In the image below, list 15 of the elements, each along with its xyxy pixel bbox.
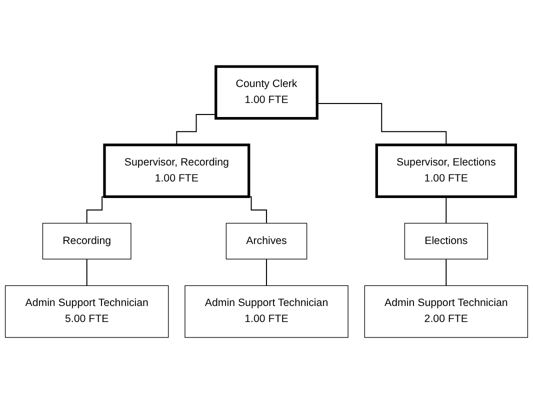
connector <box>176 114 216 146</box>
connector <box>446 196 447 224</box>
node-box: Supervisor, Elections 1.00 FTE <box>375 144 517 198</box>
connector <box>446 258 447 286</box>
node-box: County Clerk 1.00 FTE <box>214 65 318 120</box>
node-box: Elections <box>404 222 488 260</box>
node-box: Admin Support Technician 2.00 FTE <box>364 285 528 338</box>
node-box: Recording <box>42 222 132 260</box>
node-box: Admin Support Technician 1.00 FTE <box>184 285 348 338</box>
connector <box>266 258 267 286</box>
connector <box>316 102 447 146</box>
node-box: Admin Support Technician 5.00 FTE <box>4 285 169 338</box>
node-box: Archives <box>226 222 308 260</box>
connector <box>86 258 88 286</box>
node-box: Supervisor, Recording 1.00 FTE <box>103 144 250 198</box>
